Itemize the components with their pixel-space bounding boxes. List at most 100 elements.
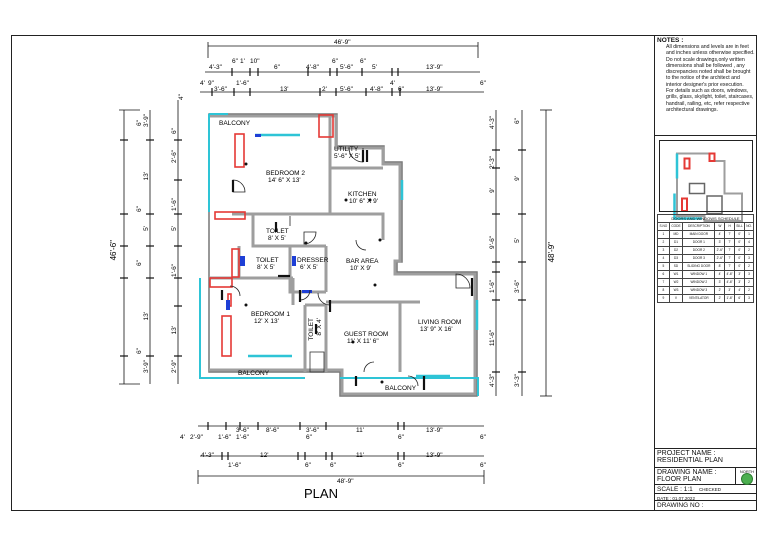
dim-bottom1-3: 1'-6" (236, 434, 249, 441)
schedule-cell: 2 (744, 262, 754, 271)
dim-bottom1-2: 1'-6" (218, 434, 231, 441)
schedule-cell: WINDOW 2 (682, 278, 716, 287)
schedule-cell: 0' (734, 230, 746, 239)
room-size-guest-room: 11' X 11' 6" (347, 338, 379, 345)
room-label-balcony-top: BALCONY (219, 120, 251, 127)
dim-left2-6: 1'-6" (171, 264, 178, 277)
schedule-cell: 2' (714, 294, 726, 303)
dim-top2-7: 4'-8" (370, 86, 383, 93)
schedule-cell: 0' (734, 254, 746, 263)
drawing-name-value: FLOOR PLAN (657, 476, 702, 483)
balcony-rails (199, 113, 479, 396)
notes-item: All dimensions and levels are in feet an… (666, 44, 755, 57)
dim-right2-5: 5' (514, 238, 521, 243)
schedule-cell: 6 (657, 270, 670, 279)
dim-bottom2-4: 6" (330, 462, 336, 469)
dim-top1-5: 4'-8" (306, 64, 319, 71)
dim-right1-8: 1'-6" (489, 280, 496, 293)
title-block: NOTES : All dimensions and levels are in… (654, 36, 757, 510)
schedule-cell: 2' (714, 286, 726, 295)
dim-top1-10: 13'-9" (426, 64, 443, 71)
dim-bottom1-0: 4' (180, 434, 185, 441)
schedule-header: S.NO (657, 222, 670, 231)
schedule-cell: V (668, 294, 684, 303)
dim-left2-4: 5' (171, 226, 178, 231)
schedule-cell: 7' (724, 254, 736, 263)
schedule-cell: DOOR 2 (682, 246, 716, 255)
dim-left1-0: 6" (136, 120, 143, 126)
schedule-cell: 3' (724, 286, 736, 295)
schedule-cell: W1 (668, 270, 684, 279)
dim-top2-11: 6" (480, 80, 486, 87)
dim-bottom2-1: 1'-6" (228, 462, 241, 469)
schedule-cell: 3' (734, 278, 746, 287)
notes-item: Do not scale drawings,only written dimen… (666, 56, 751, 88)
schedule-cell: 7' (724, 230, 736, 239)
room-label-toilet-1: TOILET (266, 228, 289, 235)
schedule-cell: 4 (744, 238, 754, 247)
schedule-cell: 2 (744, 246, 754, 255)
schedule-cell: 3 (744, 294, 754, 303)
schedule-cell: MD (668, 230, 684, 239)
room-size-toilet-2: 8' X 5' (257, 264, 275, 271)
schedule-cell: 4' (734, 286, 746, 295)
schedule-cell: 3' (734, 270, 746, 279)
room-size-bar-area: 10' X 9' (350, 265, 372, 272)
dim-bottom2-5: 11' (356, 452, 364, 459)
dim-top1-3: 10" (250, 58, 260, 65)
schedule-cell: 8' (714, 262, 726, 271)
room-label-bedroom-2: BEDROOM 2 (266, 170, 306, 177)
schedule-cell: 3' (714, 278, 726, 287)
dim-top1-7: 5'-6" (340, 64, 353, 71)
dim-left2-2: 2'-6" (171, 150, 178, 163)
dim-bottom1-7: 6" (306, 434, 312, 441)
schedule-cell: 4' (714, 270, 726, 279)
schedule-cell: 1'-6" (724, 294, 736, 303)
dim-bottom1-8: 11' (356, 427, 364, 434)
schedule-cell: WINDOW 3 (682, 286, 716, 295)
dim-right2-0: 6" (514, 118, 521, 124)
dim-right1-6: 9'-6" (489, 236, 496, 249)
notes-item: For details such as doors, windows, gril… (666, 88, 754, 113)
dim-bottom1-9: 6" (398, 434, 404, 441)
dim-top2-0: 4' (200, 80, 205, 87)
plan-title: PLAN (304, 486, 338, 501)
schedule-cell: 3' (714, 238, 726, 247)
marker-dots (244, 162, 384, 384)
room-size-bedroom-1: 12' X 13' (254, 318, 279, 325)
dim-right-total: 48'-9" (547, 242, 556, 263)
schedule-cell: 3 (744, 254, 754, 263)
dim-left1-7: 13' (143, 312, 150, 321)
dim-bottom2-8: 6" (480, 462, 486, 469)
dim-left1-8: 6" (136, 348, 143, 354)
date-section: DATE : 01.07.2022 (655, 494, 757, 501)
schedule-cell: VENTILATOR (682, 294, 716, 303)
dim-top2-5: 2' (322, 86, 327, 93)
room-label-toilet-3: TOILET (308, 318, 315, 341)
north-box: NORTH (735, 468, 758, 485)
schedule-header: NO. (744, 222, 754, 231)
room-label-living-room: LIVING ROOM (418, 319, 462, 326)
dim-left1-1: 3'-9" (143, 114, 150, 127)
schedule-cell: 3 (657, 246, 670, 255)
checked-label: CHECKED (699, 487, 722, 492)
dim-right1-2: 2'-3" (489, 156, 496, 169)
dim-top2-6: 5'-6" (340, 86, 353, 93)
schedule-cell: 0' (734, 238, 746, 247)
key-plan-frame (659, 140, 753, 212)
schedule-cell: 7 (657, 278, 670, 287)
room-label-balcony-left: BALCONY (238, 370, 270, 377)
dim-bottom2-0: 4'-3" (201, 452, 214, 459)
schedule-cell: 2 (657, 238, 670, 247)
dim-bottom2-6: 6" (398, 462, 404, 469)
schedule-cell: SLIDING DOOR (682, 262, 716, 271)
room-label-utility: UTILITY (334, 146, 359, 153)
